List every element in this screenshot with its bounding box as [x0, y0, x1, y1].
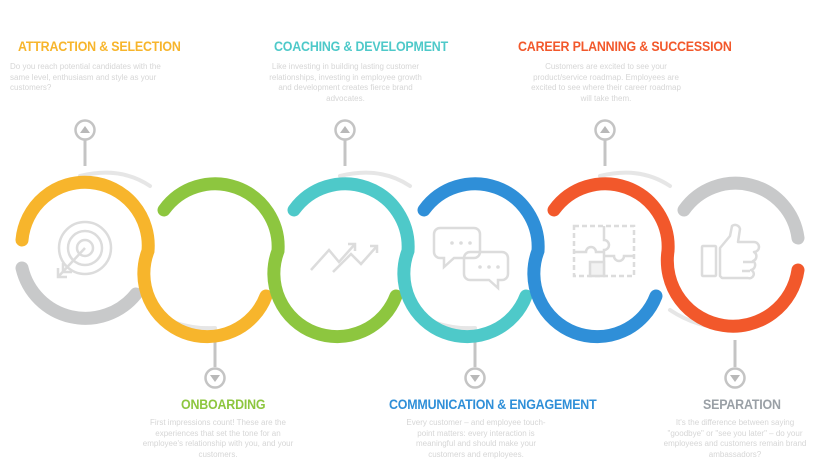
- trend-arrows-icon: [310, 242, 379, 273]
- stage-title-coaching: COACHING & DEVELOPMENT: [274, 39, 448, 54]
- start-gray-arc: [15, 261, 143, 325]
- stage-desc-career: Customers are excited to see your produc…: [531, 62, 681, 103]
- down-arrow-icon: [464, 367, 486, 389]
- chat-bubbles-icon: [432, 226, 510, 291]
- wave-segment-attraction: [15, 175, 273, 344]
- up-arrow-icon: [594, 119, 616, 141]
- down-arrow-icon: [204, 367, 226, 389]
- wave-segment-separation: [677, 176, 805, 245]
- down-arrow-icon: [724, 367, 746, 389]
- stage-title-attraction: ATTRACTION & SELECTION: [18, 39, 181, 54]
- stage-title-onboarding: ONBOARDING: [181, 397, 266, 412]
- target-icon: [56, 220, 113, 279]
- stage-title-communication: COMMUNICATION & ENGAGEMENT: [389, 397, 597, 412]
- up-arrow-icon: [334, 119, 356, 141]
- connector-arc: [78, 170, 152, 188]
- puzzle-icon: [572, 224, 636, 278]
- wave-segment-onboarding: [157, 177, 403, 344]
- stage-title-career: CAREER PLANNING & SUCCESSION: [518, 39, 732, 54]
- thumbs-up-icon: [700, 223, 761, 280]
- connector-arc: [338, 170, 412, 188]
- stage-desc-onboarding: First impressions count! These are the e…: [142, 418, 294, 459]
- pin-stems: [83, 139, 737, 367]
- connector-arc: [598, 170, 672, 188]
- stage-desc-communication: Every customer – and employee touch-poin…: [406, 418, 546, 459]
- wave-segments: [15, 175, 805, 344]
- wave-segment-coaching: [287, 177, 533, 344]
- stage-title-separation: SEPARATION: [703, 397, 781, 412]
- stage-desc-attraction: Do you reach potential candidates with t…: [10, 62, 161, 92]
- stage-desc-coaching: Like investing in building lasting custo…: [269, 62, 422, 103]
- up-arrow-icon: [74, 119, 96, 141]
- stage-desc-separation: It's the difference between saying "good…: [663, 418, 807, 459]
- wave-segment-career: [547, 177, 805, 333]
- wave-segment-communication: [417, 177, 663, 344]
